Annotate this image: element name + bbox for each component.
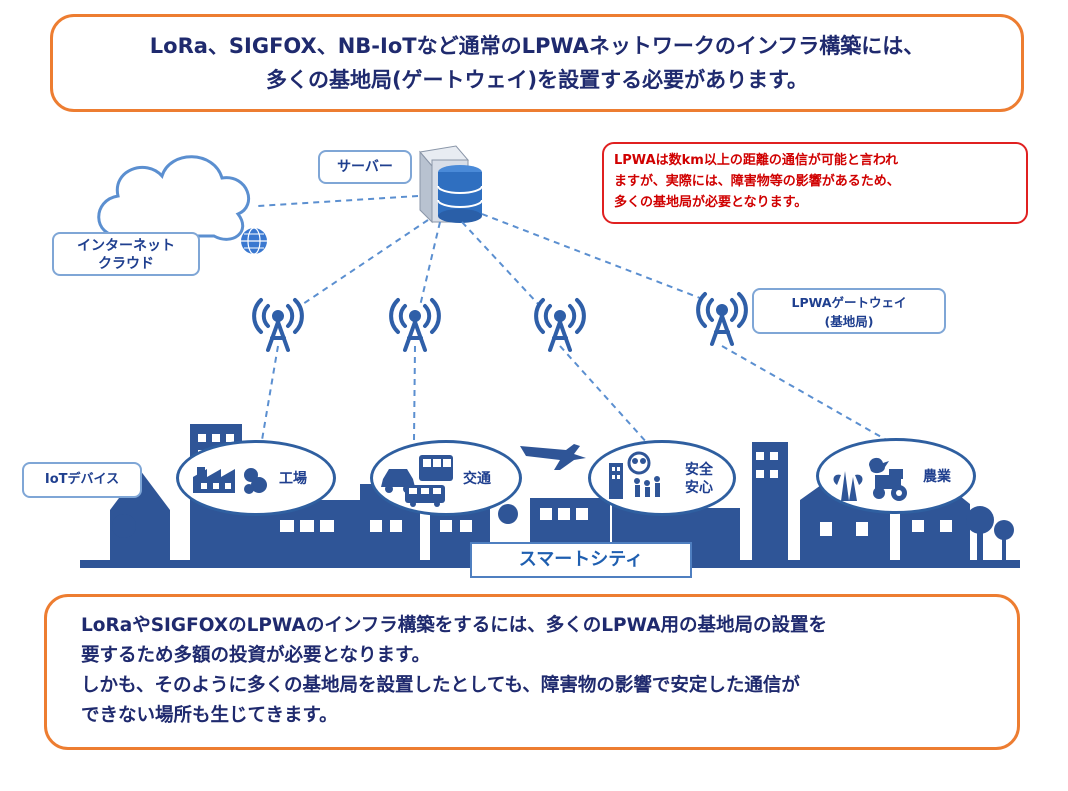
antenna-icon — [389, 298, 441, 352]
internet-label-line-1: インターネット — [77, 238, 175, 254]
bottom-message-line-4: できない場所も生じてきます。 — [81, 705, 338, 726]
traffic-label: 交通 — [463, 471, 491, 487]
note-line-1: LPWAは数km以上の距離の通信が可能と言われ — [614, 153, 899, 168]
note-box: LPWAは数km以上の距離の通信が可能と言われ ますが、実際には、障害物等の影響… — [602, 142, 1028, 224]
safety-label-line-1: 安全 — [685, 462, 713, 478]
top-message-box: LoRa、SIGFOX、NB-IoTなど通常のLPWAネットワークのインフラ構築… — [50, 14, 1024, 112]
gateway-label-line-2: (基地局) — [824, 314, 874, 329]
server-label: サーバー — [318, 150, 412, 184]
factory-icon — [193, 467, 267, 494]
antenna-icon — [252, 298, 304, 352]
city-windows — [198, 434, 952, 536]
note-line-2: ますが、実際には、障害物等の影響があるため、 — [614, 174, 900, 189]
antenna-icon — [534, 298, 586, 352]
family-icon — [609, 451, 660, 499]
note-line-3: 多くの基地局が必要となります。 — [614, 195, 808, 210]
traffic-device: 交通 — [370, 440, 522, 516]
safety-device: 安全 安心 — [588, 440, 736, 516]
bottom-message-line-3: しかも、そのように多くの基地局を設置したとしても、障害物の影響で安定した通信が — [81, 675, 800, 696]
bottom-message-line-2: 要するため多額の投資が必要となります。 — [81, 645, 431, 666]
top-message-line-2: 多くの基地局(ゲートウェイ)を設置する必要があります。 — [265, 68, 809, 92]
bottom-message-line-1: LoRaやSIGFOXのLPWAのインフラ構築をするには、多くのLPWA用の基地… — [81, 615, 828, 636]
top-message-line-1: LoRa、SIGFOX、NB-IoTなど通常のLPWAネットワークのインフラ構築… — [149, 34, 925, 58]
gateway-label: LPWAゲートウェイ (基地局) — [752, 288, 946, 334]
factory-label: 工場 — [279, 471, 307, 487]
farm-icon — [833, 457, 907, 501]
cloud-icon — [97, 155, 250, 241]
gateway-label-line-1: LPWAゲートウェイ — [791, 295, 907, 310]
globe-icon — [241, 227, 267, 255]
bottom-message-box: LoRaやSIGFOXのLPWAのインフラ構築をするには、多くのLPWA用の基地… — [44, 594, 1020, 750]
safety-label: 安全 安心 — [685, 461, 713, 497]
iot-device-label: IoTデバイス — [22, 462, 142, 498]
safety-label-line-2: 安心 — [685, 480, 713, 496]
internet-cloud-label: インターネット クラウド — [52, 232, 200, 276]
server-icon — [419, 145, 483, 224]
internet-label-line-2: クラウド — [98, 256, 154, 272]
factory-device: 工場 — [176, 440, 336, 516]
agriculture-label: 農業 — [923, 469, 951, 485]
airplane-icon — [520, 444, 586, 470]
traffic-icon — [381, 455, 453, 507]
network-links — [257, 195, 891, 445]
agriculture-device: 農業 — [816, 438, 976, 514]
antenna-icon — [696, 292, 748, 346]
smart-city-banner: スマートシティ — [470, 542, 692, 578]
